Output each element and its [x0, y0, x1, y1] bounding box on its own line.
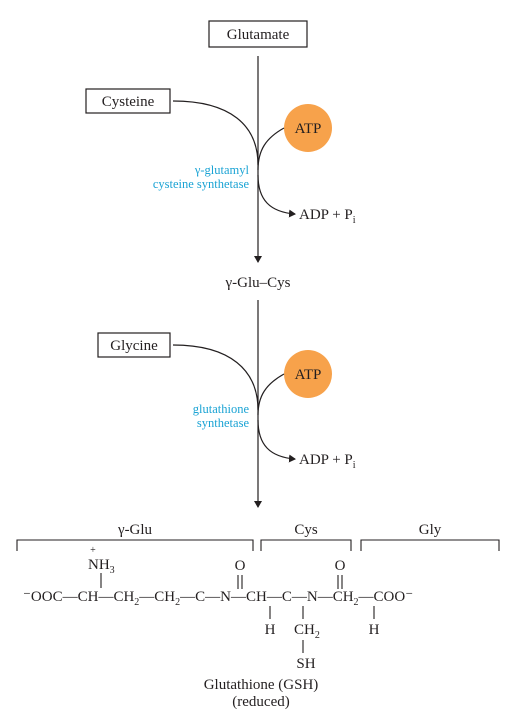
bracket-gly — [360, 539, 500, 551]
enzyme-1-line2: cysteine synthetase — [153, 177, 250, 191]
products-main-2: ADP + P — [299, 452, 353, 468]
products-sub-1: i — [353, 215, 356, 226]
atp-circle-1 — [284, 104, 332, 152]
backbone-terminal-carboxylate: COO⁻ — [374, 589, 414, 605]
backbone-carbonyl-c-2: C — [282, 589, 292, 605]
bracket-cys-label: Cys — [294, 522, 318, 538]
backbone-bond: — — [138, 589, 155, 605]
products-main-1: ADP + P — [299, 207, 353, 223]
backbone-bond: — — [291, 589, 308, 605]
glutamate-label: Glutamate — [227, 27, 290, 43]
nh3-sub: 3 — [110, 565, 115, 576]
backbone-bond: — — [358, 589, 375, 605]
cys-ch2: CH2 — [294, 622, 320, 641]
glycine-node: Glycine — [97, 332, 171, 358]
products-label-2: ADP + Pi — [299, 452, 356, 471]
backbone-ch2-a-sub: 2 — [134, 597, 139, 608]
backbone-ch2-b: CH — [154, 589, 175, 605]
atp-circle-2 — [284, 350, 332, 398]
backbone-alpha-ch: CH — [78, 589, 99, 605]
backbone-bond: — — [317, 589, 334, 605]
enzyme-2-line2: synthetase — [197, 416, 250, 430]
backbone: ⁻OOC—CH—CH2—CH2—C—N—CH—C—N—CH2—COO⁻ — [23, 589, 413, 608]
bracket-glu-label: γ-Glu — [117, 522, 153, 538]
adp-out-curve-1 — [257, 174, 296, 218]
glutamate-box — [208, 20, 308, 48]
glycine-box — [97, 332, 171, 358]
backbone-ch2-a: CH — [113, 589, 134, 605]
atp-in-curve-2 — [257, 373, 285, 416]
enzyme-1-line1: γ-glutamyl — [194, 163, 250, 177]
backbone-bond: — — [179, 589, 196, 605]
atp-node-1: ATP — [284, 104, 332, 152]
atp-label-2: ATP — [295, 367, 322, 383]
atp-label-1: ATP — [295, 121, 322, 137]
caption-line1: Glutathione (GSH) — [204, 677, 319, 693]
backbone-carbonyl-c-1: C — [195, 589, 205, 605]
backbone-cys-ch: CH — [246, 589, 267, 605]
cys-ch2-sub: 2 — [315, 630, 320, 641]
cysteine-node: Cysteine — [85, 88, 171, 114]
backbone-carboxylate: ⁻OOC — [23, 589, 63, 605]
amide-h-1: H — [265, 622, 276, 638]
atp-in-curve-1 — [257, 127, 285, 171]
adp-out-curve-2 — [257, 419, 296, 463]
backbone-bond: — — [97, 589, 114, 605]
backbone-bond: — — [62, 589, 79, 605]
cys-ch2-main: CH — [294, 622, 315, 638]
backbone-bond: — — [204, 589, 221, 605]
products-label-1: ADP + Pi — [299, 207, 356, 226]
amide-h-2: H — [369, 622, 380, 638]
cysteine-label: Cysteine — [102, 94, 155, 110]
backbone-ch2-b-sub: 2 — [175, 597, 180, 608]
atp-node-2: ATP — [284, 350, 332, 398]
bracket-cys — [260, 539, 352, 551]
glycine-label: Glycine — [110, 338, 158, 354]
nh3-main: NH — [88, 557, 110, 573]
oxygen-1: O — [235, 558, 246, 574]
backbone-gly-ch2: CH — [333, 589, 354, 605]
glycine-in-curve — [172, 344, 259, 411]
cysteine-in-curve — [172, 100, 259, 166]
thiol-group: SH — [296, 656, 315, 672]
bracket-glu — [16, 539, 254, 551]
intermediate-label: γ-Glu–Cys — [225, 275, 291, 291]
plus-charge: + — [90, 545, 96, 556]
bracket-gly-label: Gly — [419, 522, 442, 538]
nh3-group: NH3 — [88, 557, 115, 576]
caption-line2: (reduced) — [232, 694, 289, 710]
enzyme-2-line1: glutathione — [193, 402, 250, 416]
glutamate-node: Glutamate — [208, 20, 308, 48]
oxygen-2: O — [335, 558, 346, 574]
backbone-gly-ch2-sub: 2 — [354, 597, 359, 608]
backbone-bond: — — [266, 589, 283, 605]
backbone-n-1: N — [220, 589, 231, 605]
cysteine-box — [85, 88, 171, 114]
products-sub-2: i — [353, 460, 356, 471]
backbone-bond: — — [230, 589, 247, 605]
backbone-n-2: N — [307, 589, 318, 605]
